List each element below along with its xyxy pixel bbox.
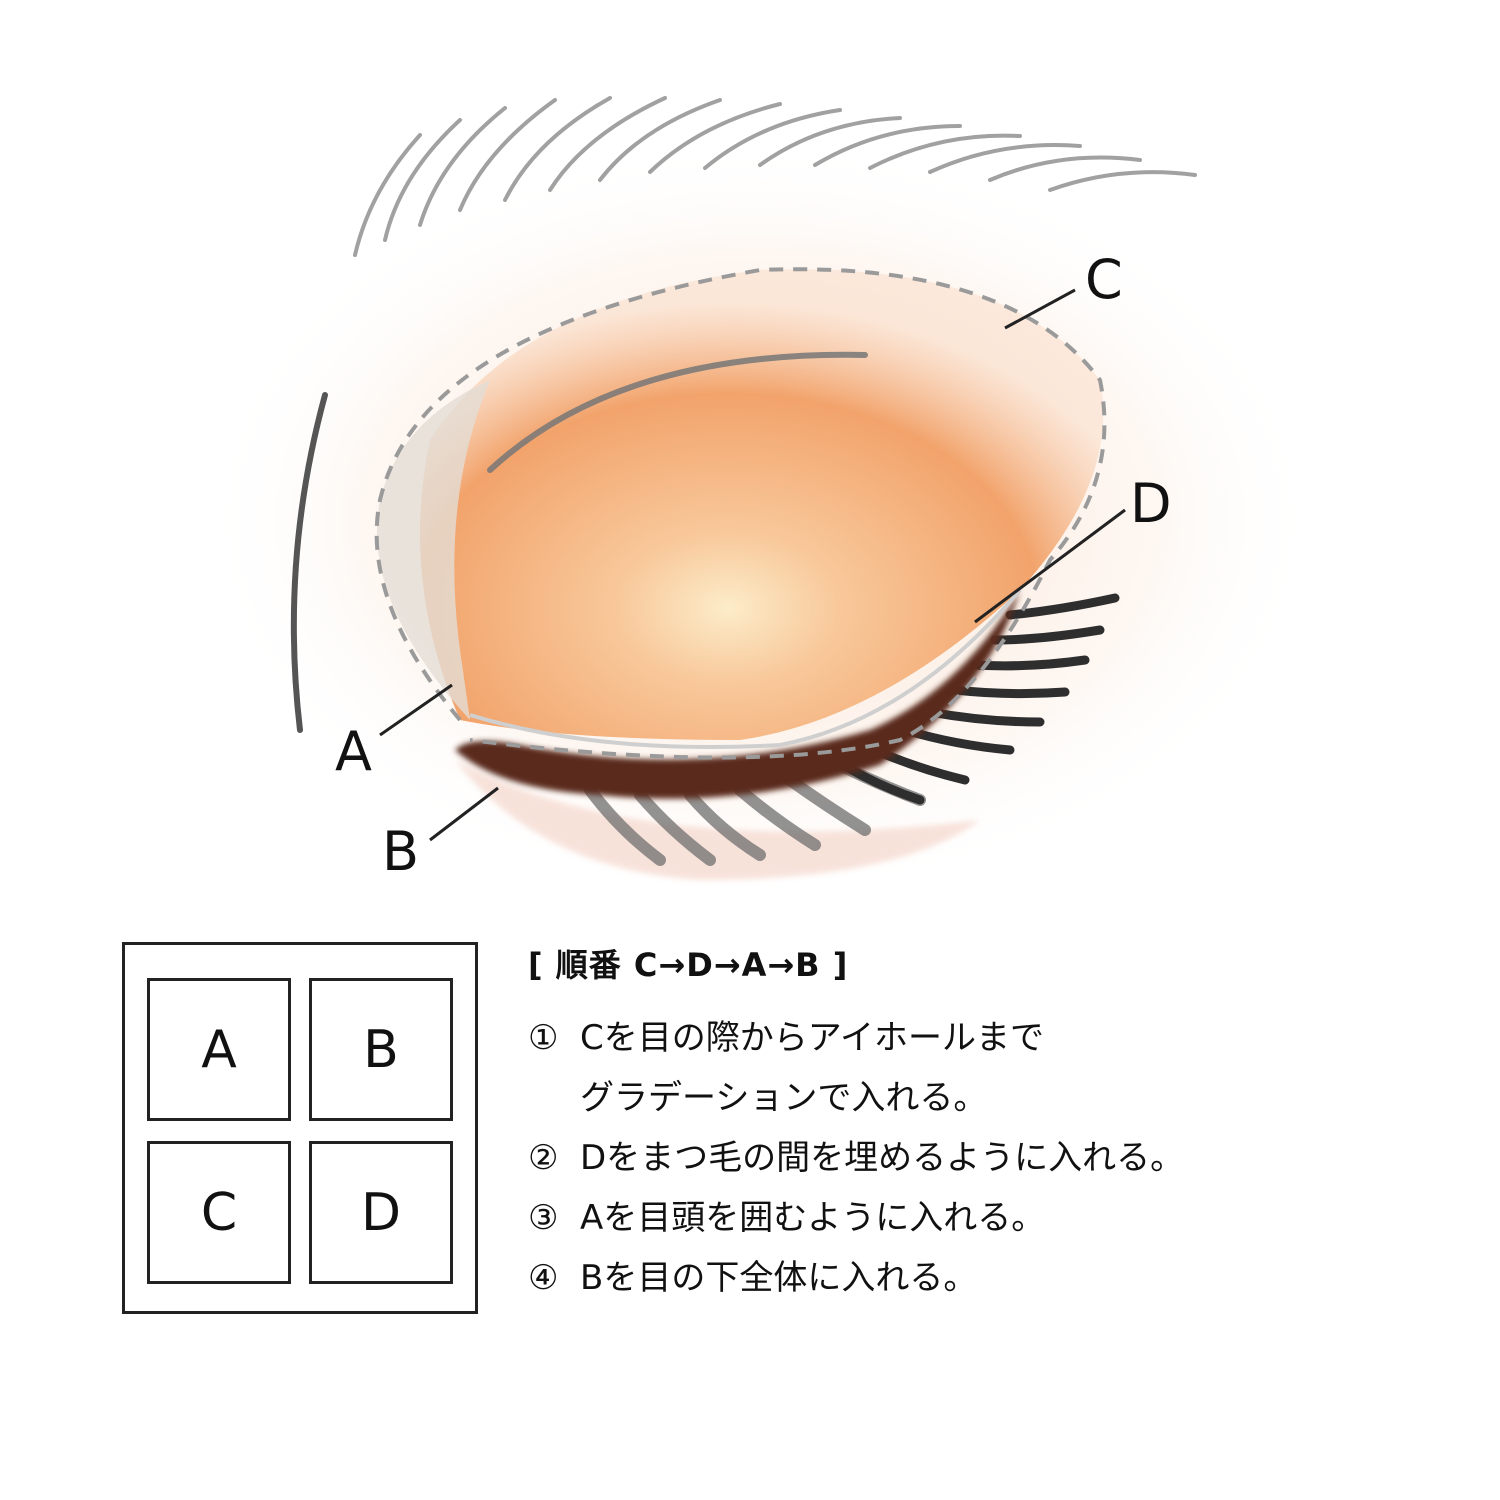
label-B: B <box>382 820 419 883</box>
pan-label: A <box>201 1019 237 1080</box>
crease-line <box>487 351 868 473</box>
step-2: ② Dをまつ毛の間を埋めるように入れる。 <box>528 1128 1468 1188</box>
step-4: ④ Bを目の下全体に入れる。 <box>528 1248 1468 1308</box>
instructions-title: [ 順番 C→D→A→B ] <box>528 946 849 984</box>
lid-outline <box>469 588 1022 749</box>
zone-C <box>420 269 1104 740</box>
pan-label: C <box>200 1182 238 1243</box>
step-text: Bを目の下全体に入れる。 <box>580 1258 978 1298</box>
label-C: C <box>1085 248 1123 311</box>
step-number: ④ <box>528 1258 559 1298</box>
eye-makeup-illustration: C D A B <box>200 96 1320 900</box>
step-3: ③ Aを目頭を囲むように入れる。 <box>528 1188 1468 1248</box>
pan-label: D <box>360 1182 402 1243</box>
step-text: Dをまつ毛の間を埋めるように入れる。 <box>580 1138 1185 1178</box>
step-text: Aを目頭を囲むように入れる。 <box>580 1198 1046 1238</box>
zone-D <box>455 590 1020 799</box>
pan-A: A <box>147 978 291 1121</box>
label-D: D <box>1130 472 1172 535</box>
label-A: A <box>335 720 372 783</box>
step-number: ① <box>528 1018 559 1058</box>
zone-B <box>455 760 980 880</box>
step-text: Cを目の際からアイホールまで グラデーションで入れる。 <box>580 1018 1045 1118</box>
step-number: ② <box>528 1138 559 1178</box>
pan-C: C <box>147 1141 291 1284</box>
pan-B: B <box>309 978 453 1121</box>
instructions: [ 順番 C→D→A→B ] ① Cを目の際からアイホールまで グラデーションで入… <box>528 940 1468 1308</box>
step-number: ③ <box>528 1198 559 1238</box>
leader-lines <box>379 288 1126 842</box>
zone-A <box>376 380 490 720</box>
pan-label: B <box>363 1019 399 1080</box>
eyebrow <box>353 96 1197 257</box>
pan-D: D <box>309 1141 453 1284</box>
dashed-outline-C <box>374 267 1107 760</box>
eyeshadow-palette: A B C D <box>122 942 478 1314</box>
nose-line <box>290 392 328 733</box>
step-1: ① Cを目の際からアイホールまで グラデーションで入れる。 <box>528 1008 1468 1128</box>
